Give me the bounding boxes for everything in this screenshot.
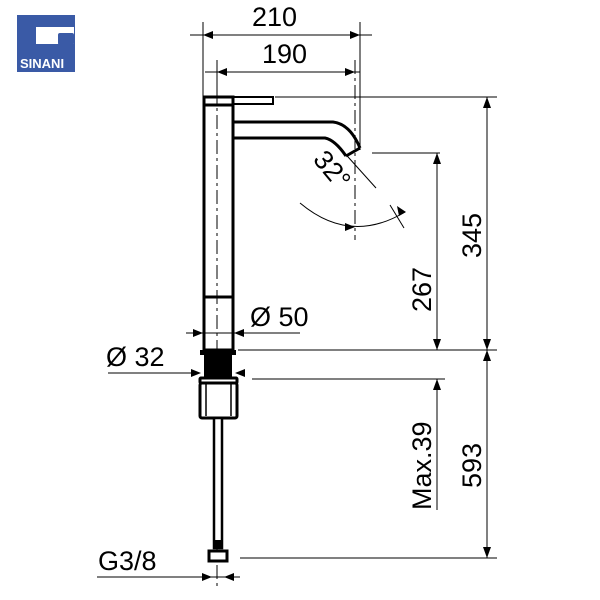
- dim-shank-diameter: Ø 32: [106, 342, 165, 372]
- dim-hose-length: 593: [457, 443, 487, 488]
- logo: SINANI: [17, 15, 75, 72]
- dim-spout-angle: 32°: [307, 145, 356, 196]
- shank: [198, 350, 239, 563]
- dim-body-diameter: Ø 50: [250, 302, 309, 332]
- logo-text: SINANI: [20, 56, 64, 71]
- dim-width-total: 210: [252, 2, 297, 32]
- dim-height-spout: 267: [407, 267, 437, 312]
- dim-max-deck: Max.39: [407, 421, 437, 510]
- dim-width-spout: 190: [262, 39, 307, 69]
- dim-height-total: 345: [457, 213, 487, 258]
- dim-thread: G3/8: [98, 546, 157, 576]
